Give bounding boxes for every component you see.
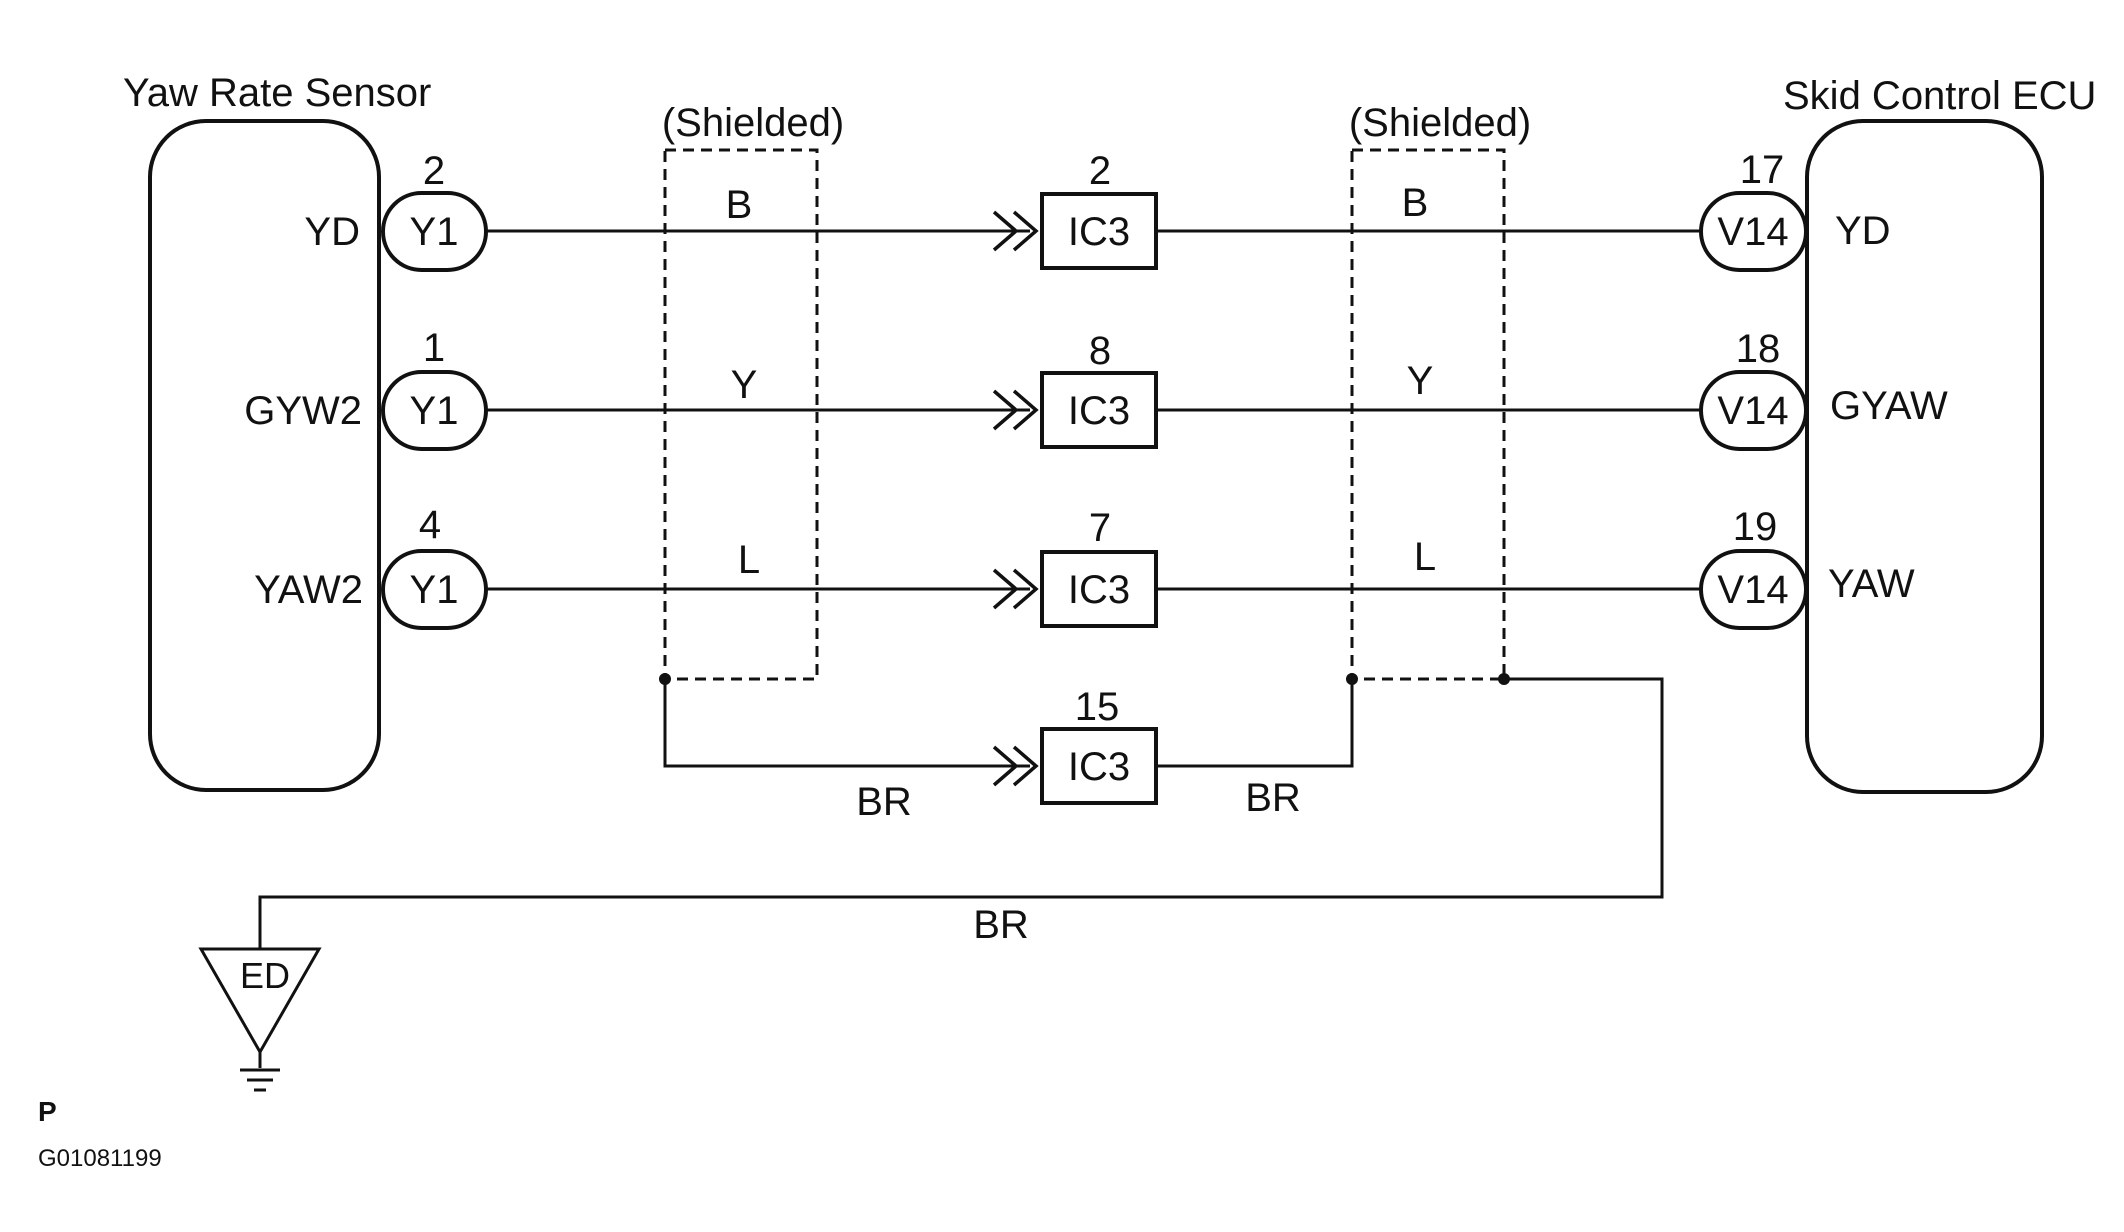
sensor-connector-label: Y1 bbox=[410, 568, 459, 612]
skid-control-ecu-body bbox=[1805, 119, 2044, 794]
wire-color-label: BR bbox=[1245, 776, 1301, 820]
splice-dot bbox=[659, 673, 671, 685]
junction-connector-label: IC3 bbox=[1068, 210, 1130, 254]
ecu-pin-number: 18 bbox=[1736, 327, 1781, 371]
sensor-connector-label: Y1 bbox=[410, 389, 459, 433]
ground-point-triangle bbox=[198, 947, 322, 1056]
connector-chevron-icon bbox=[992, 745, 1039, 787]
ecu-connector bbox=[1699, 191, 1808, 272]
ecu-connector bbox=[1699, 370, 1808, 451]
ecu-terminal-label: YAW bbox=[1828, 562, 1915, 606]
wire-color-label: BR bbox=[973, 903, 1029, 947]
junction-connector bbox=[1040, 371, 1158, 449]
wire-color-label: BR bbox=[856, 780, 912, 824]
page-marker: P bbox=[38, 1096, 57, 1127]
wire-color-label: L bbox=[1414, 535, 1436, 579]
junction-connector bbox=[1040, 192, 1158, 270]
wire-color-label: Y bbox=[731, 363, 758, 407]
junction-connector bbox=[1040, 550, 1158, 628]
junction-pin-number: 7 bbox=[1089, 506, 1111, 550]
yaw-rate-sensor-title: Yaw Rate Sensor bbox=[123, 71, 431, 115]
yaw-rate-sensor-body bbox=[148, 119, 381, 792]
sensor-connector bbox=[381, 370, 488, 451]
junction-pin-number: 8 bbox=[1089, 329, 1111, 373]
ground-icon bbox=[240, 1052, 280, 1092]
ecu-terminal-label: YD bbox=[1835, 209, 1891, 253]
junction-connector-label: IC3 bbox=[1068, 745, 1130, 789]
shield-left-label: (Shielded) bbox=[662, 101, 844, 145]
sensor-pin-number: 4 bbox=[419, 503, 441, 547]
splice-dot bbox=[1346, 673, 1358, 685]
wire-color-label: B bbox=[1402, 181, 1429, 225]
sensor-connector bbox=[381, 549, 488, 630]
sensor-connector bbox=[381, 191, 488, 272]
sensor-terminal-label: YD bbox=[304, 210, 360, 254]
sensor-pin-number: 2 bbox=[423, 149, 445, 193]
sensor-connector-label: Y1 bbox=[410, 210, 459, 254]
sensor-pin-number: 1 bbox=[423, 326, 445, 370]
sensor-terminal-label: YAW2 bbox=[254, 568, 363, 612]
junction-connector bbox=[1040, 727, 1158, 805]
junction-connector-label: IC3 bbox=[1068, 568, 1130, 612]
ecu-terminal-label: GYAW bbox=[1830, 384, 1948, 428]
shield-right bbox=[1350, 148, 1506, 681]
skid-control-ecu-title: Skid Control ECU bbox=[1783, 74, 2096, 118]
wire-color-label: B bbox=[726, 183, 753, 227]
ecu-connector-label: V14 bbox=[1717, 568, 1788, 612]
ground-point-label: ED bbox=[240, 955, 290, 996]
junction-connector-label: IC3 bbox=[1068, 389, 1130, 433]
shield-left bbox=[663, 148, 819, 681]
junction-pin-number: 2 bbox=[1089, 149, 1111, 193]
connector-chevron-icon bbox=[992, 210, 1039, 252]
junction-pin-number: 15 bbox=[1075, 685, 1120, 729]
ecu-pin-number: 19 bbox=[1733, 505, 1778, 549]
wire-color-label: L bbox=[738, 538, 760, 582]
shield-right-label: (Shielded) bbox=[1349, 101, 1531, 145]
connector-chevron-icon bbox=[992, 389, 1039, 431]
wire-drain-right bbox=[1156, 679, 1354, 768]
wire-ground bbox=[258, 677, 1664, 949]
sensor-terminal-label: GYW2 bbox=[244, 389, 362, 433]
wire-drain-left bbox=[663, 679, 1030, 768]
ecu-connector-label: V14 bbox=[1717, 210, 1788, 254]
figure-id: G01081199 bbox=[38, 1145, 162, 1172]
wire-color-label: Y bbox=[1407, 359, 1434, 403]
ecu-connector bbox=[1699, 549, 1808, 630]
connector-chevron-icon bbox=[992, 568, 1039, 610]
ecu-pin-number: 17 bbox=[1740, 148, 1785, 192]
ecu-connector-label: V14 bbox=[1717, 389, 1788, 433]
